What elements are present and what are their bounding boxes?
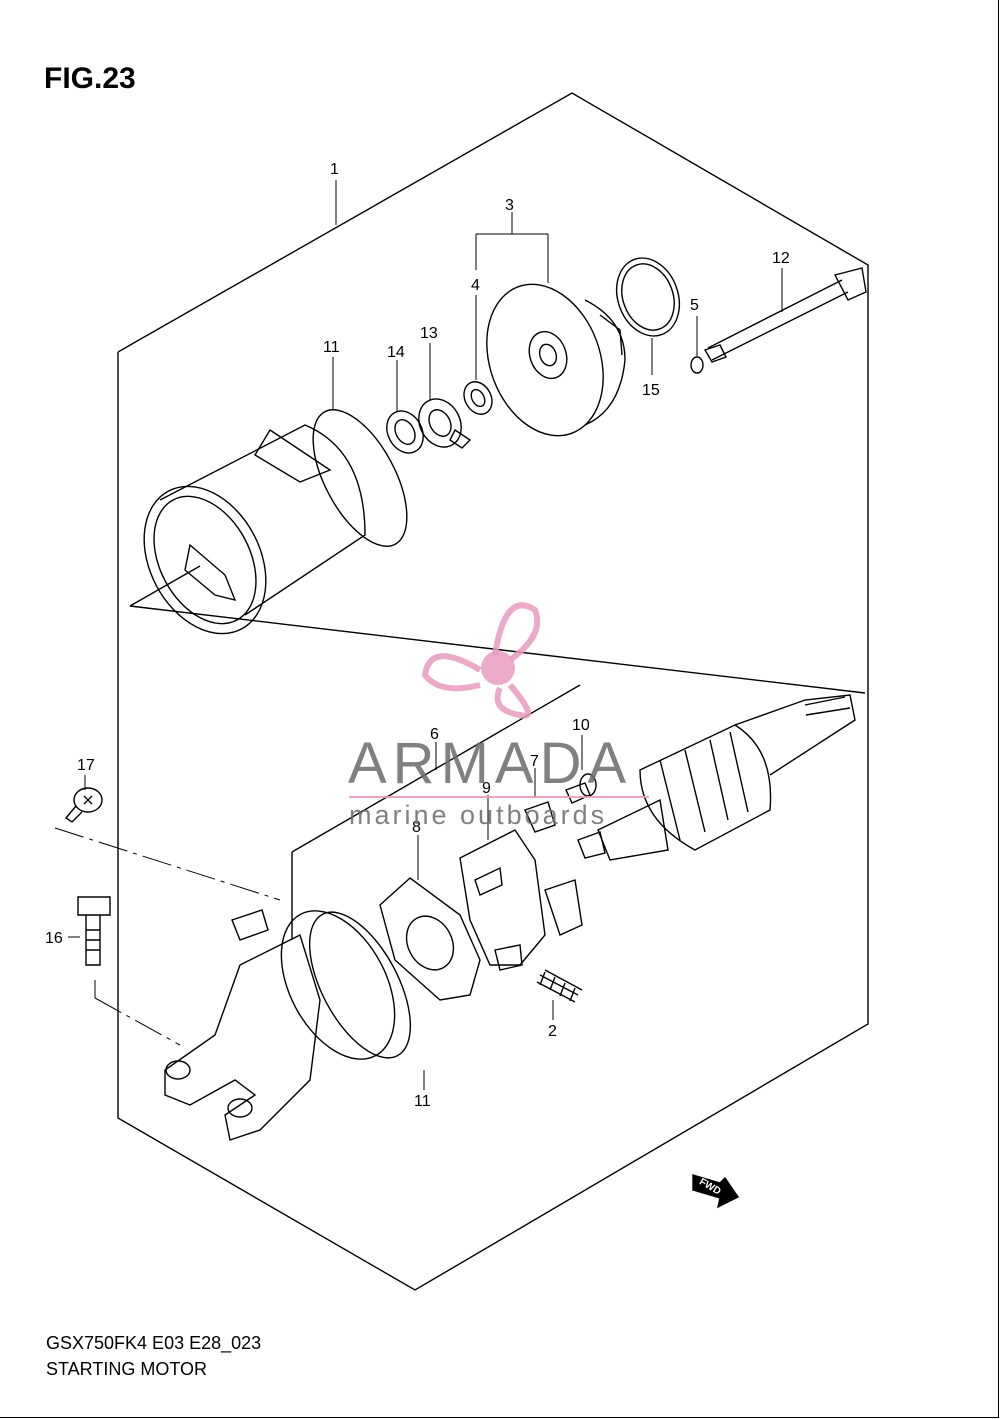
callout-5: 5: [690, 297, 699, 314]
watermark-brand: ARMADA: [348, 731, 633, 796]
callout-3: 3: [505, 197, 514, 214]
callout-6: 6: [430, 726, 439, 743]
callout-7: 7: [530, 753, 539, 770]
callout-12: 12: [772, 250, 790, 267]
callout-13: 13: [420, 325, 438, 342]
brush-plate-8: [379, 877, 481, 1001]
screw-17: [64, 787, 103, 823]
watermark-rule: [349, 796, 649, 798]
washer-5: [690, 356, 704, 374]
through-bolt-12: [703, 267, 867, 363]
callout-8: 8: [412, 819, 421, 836]
callout-15: 15: [642, 382, 660, 399]
end-cover-3: [486, 283, 626, 437]
o-ring-15: [615, 257, 681, 337]
o-ring-11-upper: [312, 409, 408, 547]
callout-14: 14: [387, 344, 405, 361]
model-code: GSX750FK4 E03 E28_023: [46, 1333, 262, 1353]
bolt-16: [77, 896, 111, 966]
callout-2: 2: [548, 1023, 557, 1040]
armature: [577, 694, 856, 861]
callout-16: 16: [45, 930, 63, 947]
callout-17: 17: [77, 757, 95, 774]
brush-holder-9: [459, 829, 583, 971]
callout-1: 1: [330, 161, 339, 178]
callout-4: 4: [471, 277, 480, 294]
leader-lines: [54, 180, 783, 1090]
callout-11-lower: 11: [414, 1093, 431, 1110]
o-ring-11-lower: [308, 911, 412, 1059]
assembly-outline: [117, 92, 869, 1291]
callout-9: 9: [482, 780, 491, 797]
lock-plate-13: [418, 398, 472, 449]
callout-10: 10: [572, 717, 590, 734]
bearing-4: [463, 381, 493, 415]
fwd-badge: FWD: [692, 1174, 740, 1209]
washer-14: [386, 410, 424, 454]
watermark-tagline: marine outboards: [349, 800, 608, 830]
section-name: STARTING MOTOR: [46, 1359, 208, 1379]
yoke-housing: [143, 424, 366, 635]
brush-7: [524, 801, 556, 833]
callout-11-upper: 11: [323, 339, 340, 356]
spring-2: [536, 969, 583, 1003]
propeller-icon: [421, 602, 541, 719]
figure-title: FIG.23: [44, 62, 136, 95]
